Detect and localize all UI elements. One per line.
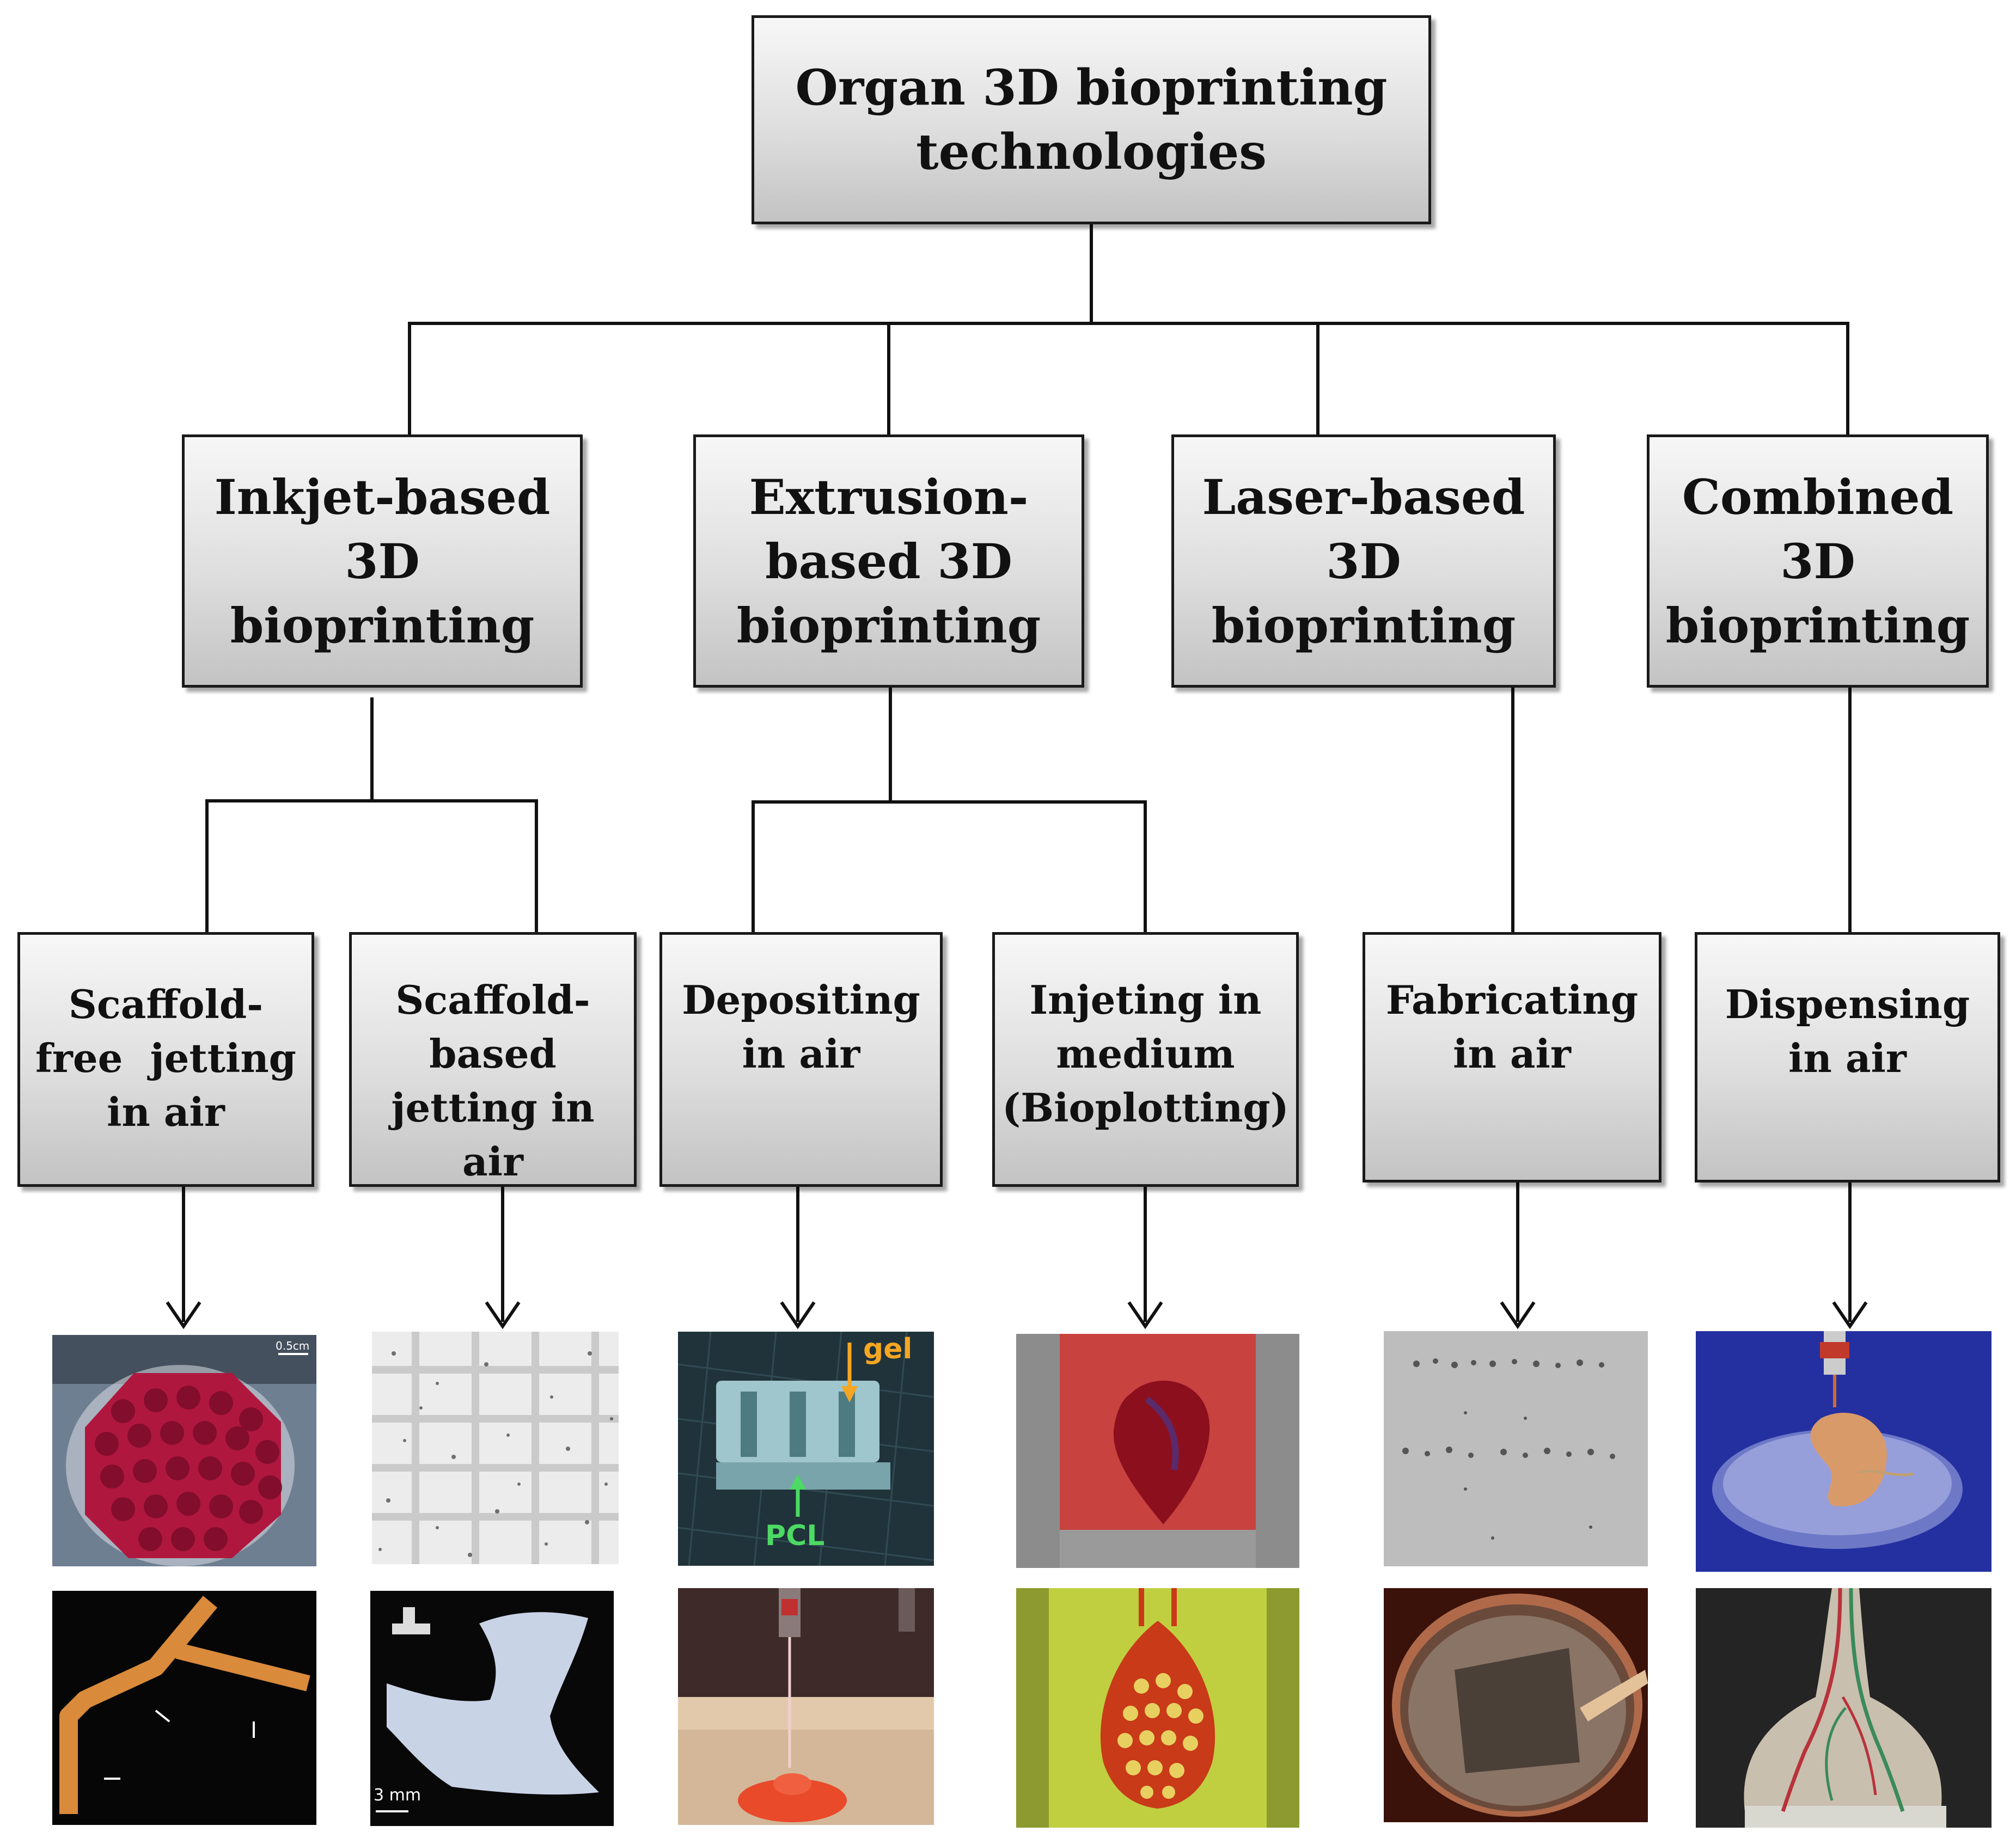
nozzle-dome-illustration	[678, 1588, 934, 1825]
category-inkjet-line-2: 3D	[345, 532, 420, 590]
method-dispensing-box: Dispensing in air	[1695, 932, 2000, 1183]
category-extrusion-box: Extrusion- based 3D bioprinting	[693, 434, 1084, 688]
gel-pcl-illustration	[678, 1332, 934, 1566]
category-combined-line-2: 3D	[1780, 532, 1855, 590]
heart-illustration	[1016, 1334, 1299, 1568]
arrowhead-dispensing	[1832, 1301, 1868, 1330]
method-scaffold-based-line-2: based	[429, 1031, 557, 1077]
method-scaffold-free-box: Scaffold- free jetting in air	[17, 932, 314, 1187]
arrowhead-injeting	[1127, 1301, 1163, 1330]
category-extrusion-line-3: bioprinting	[736, 597, 1041, 654]
category-combined-line-3: bioprinting	[1665, 597, 1970, 654]
category-laser-line-1: Laser-based	[1202, 468, 1525, 525]
root-node-box: Organ 3D bioprinting technologies	[752, 15, 1431, 224]
photo-red-lattice-vessel	[1016, 1588, 1299, 1828]
photo-petri-dish-tissue	[1384, 1588, 1648, 1822]
scale-label-3mm: 3 mm	[374, 1786, 421, 1805]
method-scaffold-based-line-4: air	[462, 1138, 523, 1185]
photo-white-branched-scaffold: 3 mm	[370, 1591, 614, 1826]
photo-honeycomb-red-tissue: 0.5cm	[52, 1335, 316, 1566]
scale-label-05cm: 0.5cm	[276, 1339, 310, 1352]
photo-vascularized-organoid	[1696, 1588, 1991, 1828]
category-combined-line-1: Combined	[1682, 468, 1954, 525]
method-scaffold-free-line-2: free jetting	[35, 1035, 297, 1081]
method-depositing-line-2: in air	[742, 1031, 860, 1077]
method-depositing-line-1: Depositing	[682, 977, 920, 1023]
photo-gel-pcl-lattice: gel PCL	[678, 1332, 934, 1566]
method-dispensing-line-2: in air	[1788, 1035, 1907, 1081]
photo-laser-printed-cell-dots	[1384, 1331, 1648, 1566]
method-scaffold-based-line-1: Scaffold-	[395, 977, 590, 1023]
method-injeting-line-3: (Bioplotting)	[1002, 1085, 1289, 1131]
category-laser-box: Laser-based 3D bioprinting	[1171, 434, 1556, 688]
category-laser-line-3: bioprinting	[1211, 597, 1516, 654]
method-scaffold-based-box: Scaffold- based jetting in air	[349, 932, 637, 1187]
method-injeting-box: Injeting in medium (Bioplotting)	[992, 932, 1299, 1187]
photo-branched-orange-vessel	[52, 1591, 316, 1825]
photo-printed-red-heart	[1016, 1334, 1299, 1568]
category-combined-box: Combined 3D bioprinting	[1647, 434, 1989, 688]
root-node-line-2: technologies	[916, 123, 1267, 181]
grid-scaffold-illustration	[372, 1332, 619, 1564]
category-inkjet-box: Inkjet-based 3D bioprinting	[182, 434, 583, 688]
laser-dots-illustration	[1384, 1331, 1648, 1566]
arrowhead-depositing	[780, 1301, 816, 1330]
category-extrusion-line-2: based 3D	[765, 532, 1012, 590]
method-scaffold-free-line-3: in air	[107, 1089, 225, 1135]
root-node-line-1: Organ 3D bioprinting	[795, 59, 1388, 117]
organoid-illustration	[1696, 1588, 1991, 1828]
method-fabricating-line-2: in air	[1453, 1031, 1571, 1077]
branched-vessel-illustration	[52, 1591, 316, 1825]
category-inkjet-line-3: bioprinting	[230, 597, 535, 654]
method-injeting-line-1: Injeting in	[1029, 977, 1262, 1023]
arrowhead-scaffold-based	[485, 1301, 521, 1330]
photo-grid-cell-scaffold	[372, 1332, 619, 1564]
label-pcl: PCL	[765, 1520, 825, 1552]
method-depositing-box: Depositing in air	[659, 932, 943, 1187]
photo-nozzle-red-dome	[678, 1588, 934, 1825]
arrowhead-scaffold-free	[166, 1301, 201, 1330]
petri-dish-illustration	[1384, 1588, 1648, 1822]
label-gel: gel	[863, 1333, 913, 1365]
method-dispensing-line-1: Dispensing	[1725, 981, 1970, 1027]
method-fabricating-line-1: Fabricating	[1385, 977, 1639, 1023]
method-injeting-line-2: medium	[1056, 1031, 1235, 1077]
photo-ear-in-dish	[1696, 1331, 1991, 1572]
white-scaffold-illustration	[370, 1591, 614, 1826]
lattice-vessel-illustration	[1016, 1588, 1299, 1828]
method-scaffold-based-line-3: jetting in	[391, 1085, 595, 1131]
ear-dish-illustration	[1696, 1331, 1991, 1572]
method-fabricating-box: Fabricating in air	[1363, 932, 1661, 1183]
arrowhead-fabricating	[1500, 1301, 1536, 1330]
category-inkjet-line-1: Inkjet-based	[214, 468, 551, 525]
honeycomb-illustration	[52, 1335, 316, 1566]
category-extrusion-line-1: Extrusion-	[749, 468, 1029, 525]
category-laser-line-2: 3D	[1326, 532, 1401, 590]
method-scaffold-free-line-1: Scaffold-	[68, 981, 264, 1027]
